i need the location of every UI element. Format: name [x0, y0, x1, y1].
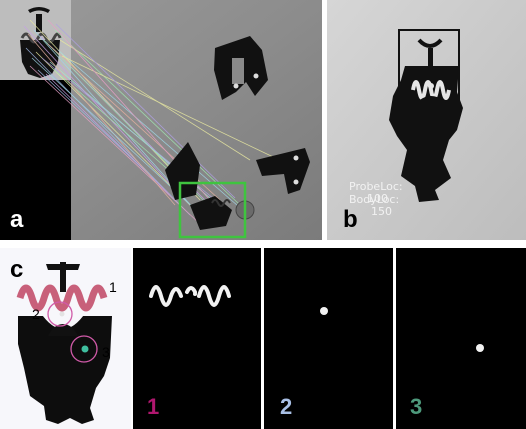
- region-1-wavy-overlay: [16, 284, 108, 312]
- probe-loc-value: 100: [367, 192, 388, 205]
- probe-location-box: [398, 29, 460, 119]
- mask-1-wavy-shape: [149, 285, 231, 307]
- mask-3-label: 3: [410, 394, 423, 419]
- scattered-part-triangle: [165, 142, 200, 200]
- region-2-circle: [47, 301, 73, 327]
- body-loc-readout: BodyLoc: 150: [335, 182, 399, 230]
- region-number-1: 1: [109, 279, 117, 295]
- mask-2-label: 2: [280, 394, 293, 419]
- mask-1-image: [149, 285, 231, 307]
- region-3-dot: [81, 345, 89, 353]
- mask-panel-1: 1: [133, 248, 261, 429]
- match-bounding-box: [178, 181, 247, 239]
- mask-3-dot: [476, 344, 484, 352]
- body-loc-label: BodyLoc:: [349, 193, 400, 206]
- probe-loc-label: ProbeLoc:: [349, 180, 403, 193]
- panel-c-image: [0, 248, 131, 429]
- panel-b-image: [327, 0, 526, 240]
- probe-head: [411, 38, 453, 112]
- panel-b-location-detection: ProbeLoc: 100 BodyLoc: 150 b: [327, 0, 526, 240]
- keypoint-match-lines: [23, 19, 291, 226]
- mask-1-label: 1: [147, 394, 160, 419]
- panel-a-image: [0, 0, 322, 240]
- mask-2-image: [320, 307, 328, 315]
- region-3-circle: [70, 335, 98, 363]
- mask-3-image: [476, 344, 484, 352]
- panel-c-segmentation: c 1 2 3: [0, 248, 131, 429]
- probe-body: [18, 316, 112, 424]
- region-number-2: 2: [32, 306, 40, 322]
- panel-a-letter: a: [10, 206, 24, 233]
- probe-loc-readout: ProbeLoc: 100: [335, 169, 403, 217]
- mask-panel-3: 3: [396, 248, 526, 429]
- panel-b-letter: b: [343, 206, 358, 233]
- region-2-dome: [48, 324, 78, 336]
- region-number-3: 3: [102, 344, 110, 360]
- mask-2-dot: [320, 307, 328, 315]
- panel-c-letter: c: [10, 256, 24, 283]
- probe-body-silhouette: [389, 66, 463, 202]
- template-probe-shape: [20, 7, 60, 78]
- panel-a-feature-matching: a: [0, 0, 322, 240]
- body-loc-value: 150: [371, 205, 392, 218]
- mask-panel-2: 2: [264, 248, 393, 429]
